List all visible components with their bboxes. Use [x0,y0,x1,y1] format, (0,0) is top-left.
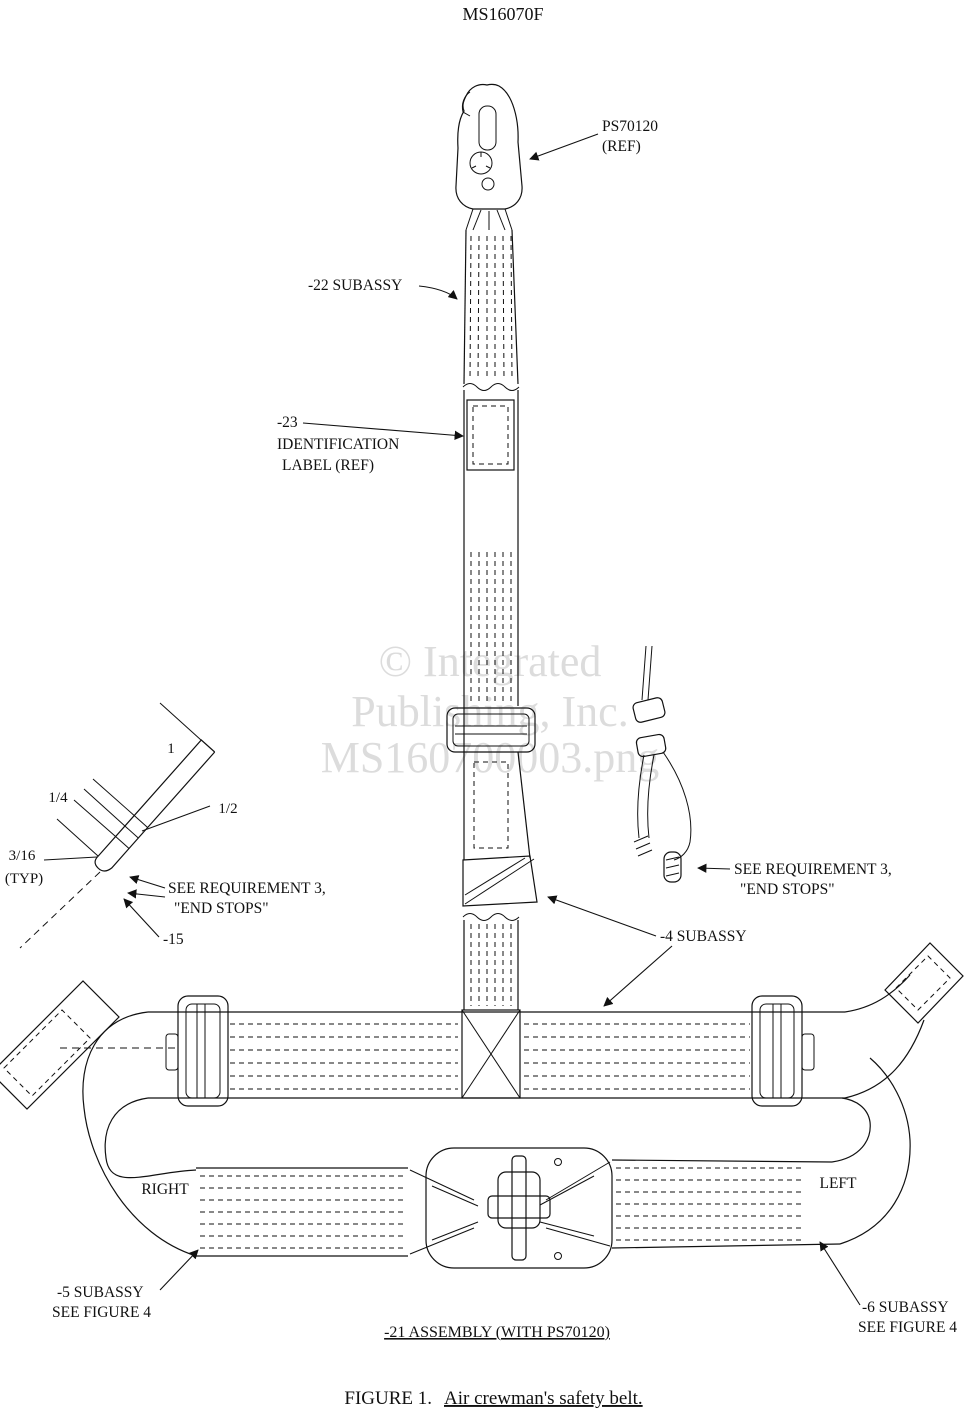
callout-endstops-left-line2: "END STOPS" [174,900,269,917]
end-stop-detail [632,645,692,883]
lower-belt-stitching-left [200,1175,405,1249]
callout-23-line3: LABEL (REF) [282,457,374,474]
vertical-strap [446,229,538,1010]
watermark-line3: MS160700003.png [321,733,660,782]
callouts: PS70120 (REF) -22 SUBASSY -23 IDENTIFICA… [5,118,957,1336]
callout-subassy-6-line2: SEE FIGURE 4 [858,1319,957,1336]
figure-title: Air crewman's safety belt. [444,1388,643,1409]
lower-belt [196,1147,841,1269]
callout-23-line2: IDENTIFICATION [277,436,399,453]
callout-subassy-6-line1: -6 SUBASSY [862,1299,949,1316]
doc-number: MS16070F [462,4,543,24]
end-stop-grommet [663,851,682,883]
buckle-rivet-bottom [554,1252,562,1260]
assembly-label: -21 ASSEMBLY (WITH PS70120) [384,1324,610,1341]
release-buckle [409,1147,613,1269]
callout-subassy-5-line1: -5 SUBASSY [57,1284,144,1301]
callout-23-line1: -23 [277,414,298,431]
callout-subassy-5-line2: SEE FIGURE 4 [52,1304,151,1321]
upper-belt-stitching-left [230,1023,458,1090]
belt-strap-junction [461,1009,521,1099]
footer-labels: -21 ASSEMBLY (WITH PS70120) FIGURE 1. Ai… [344,1324,642,1409]
belt-adjuster-left [165,995,229,1107]
buckle-latch-bar [511,1155,527,1261]
stitching-middle [470,552,512,702]
buckle-rivet-top [554,1158,562,1166]
upper-belt-stitching-right [524,1023,750,1090]
callout-15: -15 [163,931,184,948]
callout-subassy-22: -22 SUBASSY [308,277,402,294]
buckle-latch-plate [497,1171,541,1229]
figure-label: FIGURE 1. [344,1388,432,1409]
callout-ps70120-line1: PS70120 [602,118,658,135]
belt-right-free-end [844,942,964,1099]
callout-endstops-right-line1: SEE REQUIREMENT 3, [734,861,892,878]
belt-left-free-end [0,980,120,1110]
lower-belt-stitching-right [616,1167,802,1241]
callout-ps70120-line2: (REF) [602,138,641,155]
callout-subassy-4: -4 SUBASSY [660,928,747,945]
belt-adjuster-right [751,995,815,1107]
adjuster-buckle [446,707,536,753]
diagonal-fold [462,855,538,907]
watermark-line2: Publishing, Inc. [351,687,628,736]
watermark-line1: © Integrated [379,637,602,686]
dim-1: 1 [167,741,175,757]
callout-endstops-left-line1: SEE REQUIREMENT 3, [168,880,326,897]
stitching-upper [469,235,513,381]
buckle-crossbar [487,1195,551,1219]
stitching-lower [470,924,512,1006]
label-left: LEFT [819,1175,857,1192]
callout-endstops-right-line2: "END STOPS" [740,881,835,898]
snap-hook [455,83,523,231]
dimension-strap [19,702,216,1049]
hidden-fold-loop [473,761,509,849]
dim-1-2: 1/2 [218,801,237,817]
upper-belt [82,942,964,1257]
dim-typ: (TYP) [5,871,43,887]
identification-label [466,399,515,471]
label-right: RIGHT [141,1181,189,1198]
watermark: © Integrated Publishing, Inc. MS16070000… [321,637,660,782]
dim-1-4: 1/4 [48,790,68,806]
dim-3-16: 3/16 [9,848,36,864]
